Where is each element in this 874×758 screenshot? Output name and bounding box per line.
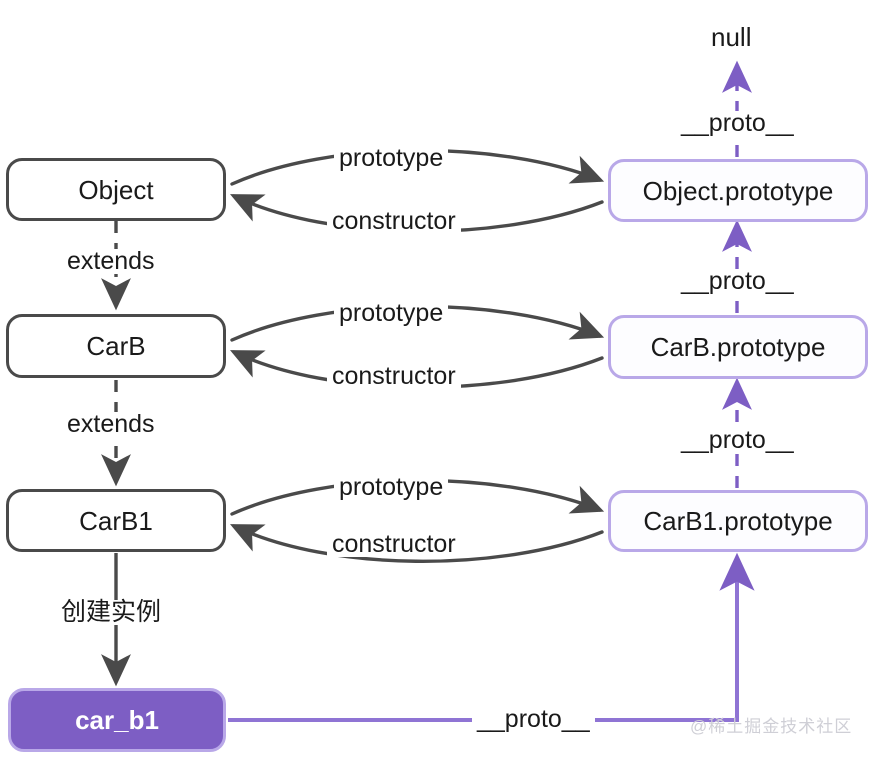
watermark: @稀土掘金技术社区: [690, 717, 853, 736]
edge-label-proto-instance: __proto__: [472, 707, 595, 732]
edge-label-proto-carb-object: __proto__: [676, 269, 799, 294]
node-carb[interactable]: CarB: [6, 314, 226, 378]
node-carb1-prototype[interactable]: CarB1.prototype: [608, 490, 868, 552]
node-object-prototype[interactable]: Object.prototype: [608, 159, 868, 222]
edge-label-prototype-carb: prototype: [334, 301, 449, 326]
edge-proto-instance-carb1prototype: [228, 552, 755, 722]
edge-label-constructor-carb: constructor: [327, 364, 461, 389]
edge-label-create-instance: 创建实例: [56, 600, 167, 625]
node-null: null: [711, 22, 752, 52]
edge-label-prototype-object: prototype: [334, 146, 449, 171]
node-carb-prototype[interactable]: CarB.prototype: [608, 315, 868, 379]
edge-label-extends-object-carb: extends: [62, 249, 160, 274]
edge-label-constructor-object: constructor: [327, 209, 461, 234]
edge-label-prototype-carb1: prototype: [334, 475, 449, 500]
edge-label-proto-null: __proto__: [676, 111, 799, 136]
edge-label-constructor-carb1: constructor: [327, 532, 461, 557]
edge-label-proto-carb1-carb: __proto__: [676, 428, 799, 453]
node-object[interactable]: Object: [6, 158, 226, 221]
node-carb1[interactable]: CarB1: [6, 489, 226, 552]
edge-label-extends-carb-carb1: extends: [62, 412, 160, 437]
node-car-b1-instance[interactable]: car_b1: [8, 688, 226, 752]
